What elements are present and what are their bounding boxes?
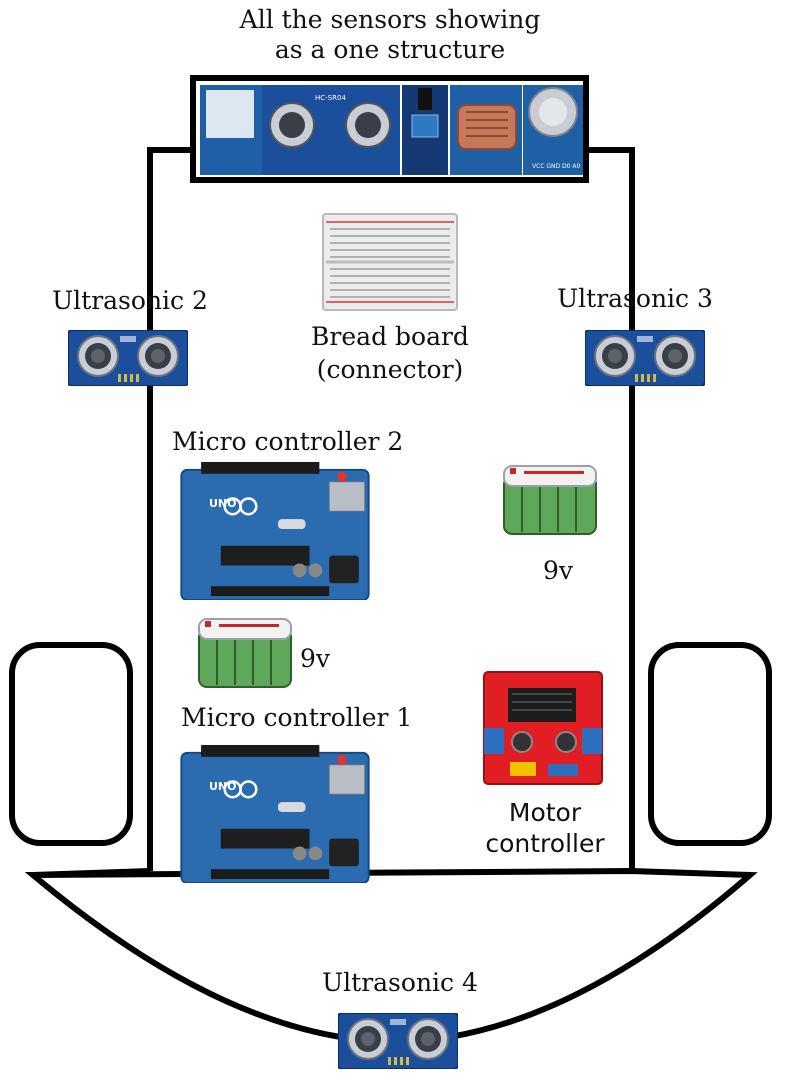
- arduino-uno-2: [180, 462, 370, 600]
- dht-sensor-grid: [206, 90, 254, 138]
- ultrasonic-2-label: Ultrasonic 2: [52, 286, 208, 315]
- ultrasonic-3-label: Ultrasonic 3: [557, 284, 713, 313]
- strip-module-mark: HC-SR04: [315, 94, 346, 102]
- left-wheel: [9, 642, 133, 846]
- battery-9v-left-label: 9v: [300, 644, 331, 673]
- combined-sensor-strip: HC-SR04 VCC GND D0 A0: [190, 75, 589, 183]
- battery-9v-right-label: 9v: [543, 556, 574, 585]
- ultrasonic-sensor-2: [68, 330, 188, 386]
- motor-controller-label-line2: controller: [485, 829, 605, 858]
- gas-sensor-pins: VCC GND D0 A0: [532, 163, 581, 170]
- robot-chassis-outline: [9, 147, 772, 1046]
- battery-pack-right: [503, 465, 597, 535]
- chassis-left-rail: [147, 147, 198, 871]
- ultrasonic-4-label: Ultrasonic 4: [322, 968, 478, 997]
- arduino-1-mark: UNO: [209, 780, 237, 793]
- micro-controller-1-label: Micro controller 1: [181, 703, 413, 732]
- breadboard: [322, 213, 458, 311]
- ultrasonic-sensor-4: [338, 1013, 458, 1069]
- breadboard-holes: [330, 228, 450, 298]
- arduino-uno-1: [180, 745, 370, 883]
- sensors-structure-title-line1: All the sensors showing: [239, 5, 541, 34]
- breadboard-label-line1: Bread board: [311, 322, 469, 351]
- right-wheel: [648, 642, 772, 846]
- battery-pack-left: [198, 618, 292, 688]
- arduino-2-mark: UNO: [209, 497, 237, 510]
- ultrasonic-sensor-3: [585, 330, 705, 386]
- sensors-structure-title-line2: as a one structure: [274, 35, 506, 64]
- motor-driver-board: [483, 671, 603, 785]
- motor-controller-label-line1: Motor: [508, 798, 582, 827]
- micro-controller-2-label: Micro controller 2: [172, 427, 404, 456]
- breadboard-label-line2: (connector): [316, 355, 464, 384]
- chassis-right-rail: [585, 147, 635, 871]
